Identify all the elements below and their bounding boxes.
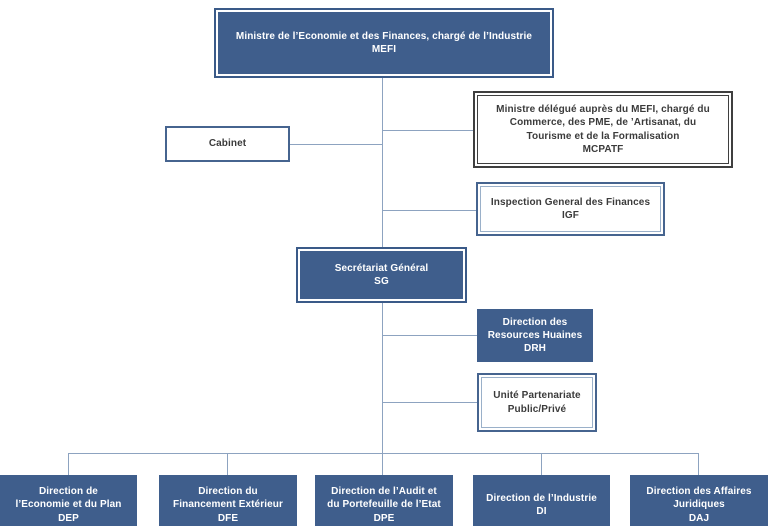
org-node-dpe-acronym: DPE bbox=[373, 512, 395, 524]
org-node-di: Direction de l’Industrie DI bbox=[473, 475, 610, 526]
org-node-igf: Inspection General des Finances IGF bbox=[476, 182, 665, 236]
org-node-dpe-label: Direction de l’Audit et du Portefeuille … bbox=[327, 486, 441, 511]
org-node-mefi: Ministre de l’Economie et des Finances, … bbox=[214, 8, 554, 78]
connector-drop-daj bbox=[698, 453, 699, 475]
org-node-dfe-acronym: DFE bbox=[217, 512, 239, 524]
org-node-igf-acronym: IGF bbox=[562, 210, 579, 221]
org-node-sg: Secrétariat Général SG bbox=[296, 247, 467, 303]
org-node-drh: Direction des Resources Huaines DRH bbox=[477, 309, 593, 362]
org-node-mcpatf-label: Ministre délégué auprès du MEFI, chargé … bbox=[496, 104, 710, 142]
org-node-dfe-label: Direction du Financement Extérieur bbox=[173, 486, 283, 511]
connector-delegate bbox=[383, 130, 473, 131]
org-node-dep-label: Direction de l’Economie et du Plan bbox=[15, 486, 122, 511]
org-node-daj-acronym: DAJ bbox=[688, 512, 710, 524]
org-node-dep: Direction de l’Economie et du Plan DEP bbox=[0, 475, 137, 526]
org-node-upp: Unité Partenariate Public/Privé bbox=[477, 373, 597, 432]
connector-upp bbox=[383, 402, 477, 403]
org-node-dfe: Direction du Financement Extérieur DFE bbox=[159, 475, 297, 526]
org-node-sg-acronym: SG bbox=[374, 276, 389, 287]
connector-drop-dep bbox=[68, 453, 69, 475]
connector-igf bbox=[383, 210, 476, 211]
org-node-igf-label: Inspection General des Finances bbox=[490, 196, 651, 208]
org-node-drh-acronym: DRH bbox=[524, 343, 546, 355]
connector-sg-to-bottom bbox=[382, 303, 383, 475]
org-node-dep-acronym: DEP bbox=[58, 512, 79, 524]
org-node-sg-label: Secrétariat Général bbox=[334, 262, 429, 274]
connector-drh bbox=[383, 335, 477, 336]
org-node-mcpatf-acronym: MCPATF bbox=[582, 143, 624, 155]
org-node-upp-label: Unité Partenariate Public/Privé bbox=[493, 390, 581, 415]
org-node-mefi-label: Ministre de l’Economie et des Finances, … bbox=[235, 30, 533, 42]
org-node-di-acronym: DI bbox=[536, 506, 547, 517]
org-node-daj: Direction des Affaires Juridiques DAJ bbox=[630, 475, 768, 526]
org-node-mefi-acronym: MEFI bbox=[371, 44, 397, 55]
org-node-di-label: Direction de l’Industrie bbox=[486, 492, 597, 504]
org-node-daj-label: Direction des Affaires Juridiques bbox=[646, 486, 752, 511]
org-node-drh-label: Direction des Resources Huaines bbox=[487, 316, 583, 341]
connector-root-to-sg bbox=[382, 78, 383, 247]
org-node-mcpatf: Ministre délégué auprès du MEFI, chargé … bbox=[473, 91, 733, 168]
org-node-cabinet: Cabinet bbox=[165, 126, 290, 162]
connector-drop-di bbox=[541, 453, 542, 475]
org-node-cabinet-label: Cabinet bbox=[208, 138, 247, 150]
connector-bottom-rail bbox=[68, 453, 699, 454]
connector-cabinet bbox=[290, 144, 382, 145]
connector-drop-dfe bbox=[227, 453, 228, 475]
org-node-dpe: Direction de l’Audit et du Portefeuille … bbox=[315, 475, 453, 526]
